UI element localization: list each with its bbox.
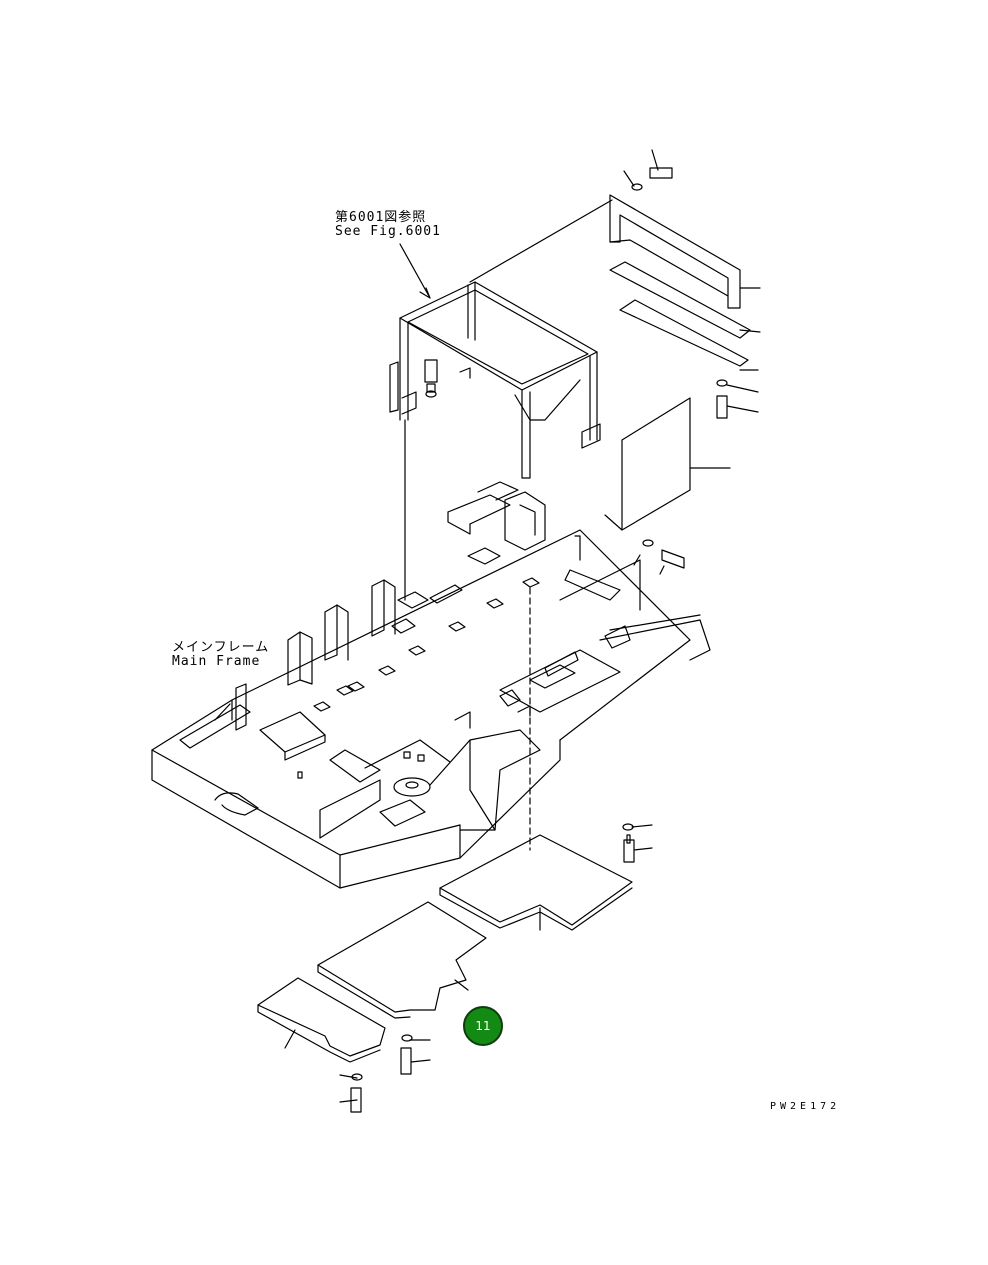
callout-11-button[interactable]: 11 <box>463 1006 503 1046</box>
main-frame-label-jp: メインフレーム <box>172 640 270 655</box>
reference-note-en: See Fig.6001 <box>335 224 441 239</box>
reference-note-jp: 第6001図参照 <box>335 210 427 225</box>
stand-frame <box>389 281 601 479</box>
side-cover <box>621 397 691 531</box>
panel-fasteners <box>642 539 685 569</box>
frame-brackets <box>235 579 396 731</box>
under-covers <box>257 823 635 1113</box>
mounting-pads <box>313 547 540 712</box>
main-frame-label-en: Main Frame <box>172 654 261 669</box>
leader-lines <box>214 149 761 1103</box>
callout-number: 11 <box>475 1019 491 1033</box>
rear-bracket <box>447 481 546 551</box>
upper-right-brackets <box>609 167 751 419</box>
drawing-code: PW2E172 <box>770 1101 841 1112</box>
main-frame-drawing <box>151 529 711 889</box>
